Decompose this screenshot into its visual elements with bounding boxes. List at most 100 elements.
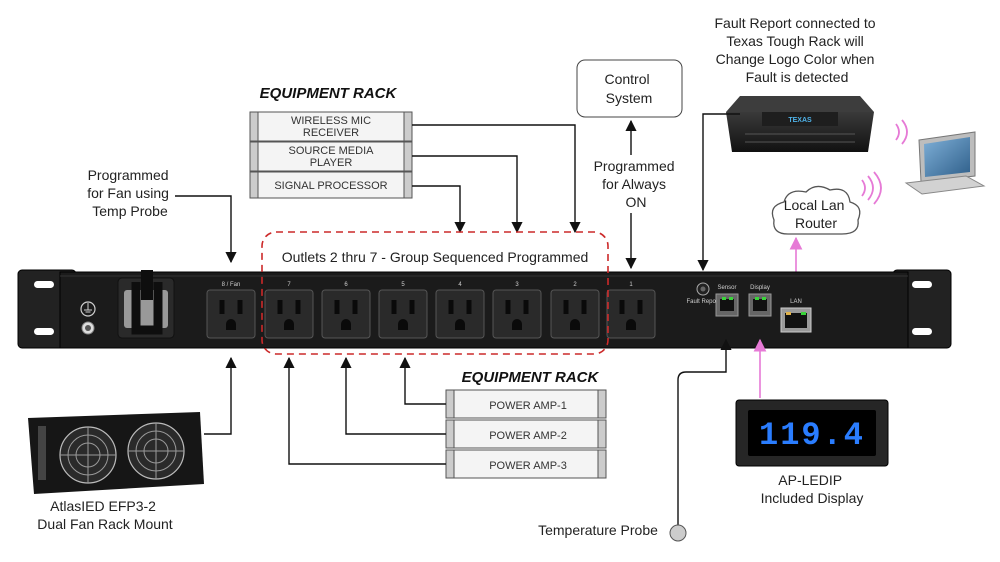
svg-text:AtlasIED EFP3-2 Dual Fan: AtlasIED EFP3-2 Dual Fan Rack Mount [37,498,173,532]
outlet-slot [277,300,283,314]
outlet-ground-hole [455,319,465,330]
fan-mount-caption: AtlasIED EFP3-2 Dual Fan Rack Mount [37,498,173,532]
always-on-note: Programmed for Always ON [594,158,679,210]
control-system-box: Control System [576,59,683,118]
top-rack-connectors [412,124,581,234]
dual-fan-rack-mount [28,412,204,494]
lan-port-label: LAN [790,299,802,305]
outlet-ground-hole [512,319,522,330]
temp-probe-label: Temperature Probe [538,522,658,538]
power-inlet-icon [117,270,175,339]
outlet: 5 [378,282,428,339]
display-port-label: Display [750,285,770,291]
outlet: 6 [321,282,371,339]
equipment-rack-bottom: EQUIPMENT RACK POWER AMP-1 POWER AMP-2 P… [445,369,607,479]
outlet-socket[interactable] [206,289,256,339]
temp-probe-cable [677,338,732,532]
router-cloud: Local Lan Router [771,185,861,235]
texas-tough-rack-device: TEXAS [726,96,874,152]
outlet-label: 4 [458,282,462,288]
display-caption: AP-LEDIP Included Display [761,472,864,506]
outlet-slot [448,300,454,314]
display-port[interactable]: Display [748,285,772,317]
led-display-device: 119.4 [735,399,889,467]
outlet-slot [237,300,243,314]
outlet-ground-hole [284,319,294,330]
rack-unit-label: POWER AMP-1 [489,400,567,412]
rack-unit-power-amp-2: POWER AMP-2 [445,419,607,449]
outlet-ground-hole [226,319,236,330]
rack-unit-label: SIGNAL PROCESSOR [274,180,387,192]
outlet-ground-hole [626,319,636,330]
svg-text:Local Lan Router: Local Lan Router [784,197,849,231]
svg-text:Control System: Control System [604,71,653,106]
outlet-slot [409,300,415,314]
sensor-port-label: Sensor [717,285,736,291]
outlet: 4 [435,282,485,339]
power-distribution-unit: 8 / Fan 7 6 5 4 3 2 1 Fault Report Sensor Displ… [17,269,952,349]
outlet-slot [352,300,358,314]
outlet-slot [523,300,529,314]
outlet-slot [637,300,643,314]
outlet: 7 [264,282,314,339]
outlet: 1 [606,282,656,339]
fault-report-note: Fault Report connected to Texas Tough Ra… [715,15,880,85]
outlet-slot [391,300,397,314]
outlet-ground-hole [570,319,580,330]
display-readout: 119.4 [759,417,865,454]
svg-text:AP-LEDIP Included Displa: AP-LEDIP Included Display [761,472,864,506]
bottom-rack-connectors [283,356,446,465]
svg-text:Programmed for Always: Programmed for Always ON [594,158,679,210]
outlet-label: 2 [573,282,577,288]
outlet-socket[interactable] [606,289,656,339]
outlet: 2 [550,282,600,339]
outlet: 8 / Fan [206,282,256,339]
outlet-slot [619,300,625,314]
rack-bottom-title: EQUIPMENT RACK [462,369,600,386]
outlet-socket[interactable] [435,289,485,339]
outlet-label: 3 [515,282,519,288]
outlet-socket[interactable] [378,289,428,339]
svg-text:Fault Report: Fault Report [686,299,719,305]
outlet-label: 1 [629,282,633,288]
outlet-socket[interactable] [321,289,371,339]
outlet-slot [505,300,511,314]
rack-unit-signal-processor: SIGNAL PROCESSOR [249,171,413,199]
fan-connector [204,356,237,435]
outlet-slot [334,300,340,314]
outlet-slot [581,300,587,314]
outlet-socket[interactable] [550,289,600,339]
outlet-row: 8 / Fan 7 6 5 4 3 2 1 [206,282,656,339]
outlet-label: 8 / Fan [222,282,241,288]
brand-logo-text: TEXAS [788,117,812,124]
svg-text:Fault Report connected to: Fault Report connected to Texas Tough Ra… [715,15,880,85]
outlet-socket[interactable] [264,289,314,339]
wifi-signal-icon [861,119,908,205]
fault-report-line [697,113,740,272]
outlet-label: 5 [401,282,405,288]
outlet-label: 7 [287,282,291,288]
temp-probe-icon [669,524,687,542]
outlet-ground-hole [398,319,408,330]
fan-program-text: Programmed for Fan using Temp Probe [87,167,173,219]
laptop-icon [904,131,986,195]
rack-unit-power-amp-1: POWER AMP-1 [445,389,607,419]
group-sequenced-label: Outlets 2 thru 7 - Group Sequenced Progr… [282,249,589,265]
outlet: 3 [492,282,542,339]
rack-unit-label: POWER AMP-2 [489,430,567,442]
outlet-label: 6 [344,282,348,288]
outlet-ground-hole [341,319,351,330]
sensor-port[interactable]: Sensor [715,285,739,317]
rack-top-title: EQUIPMENT RACK [260,85,398,102]
outlet-socket[interactable] [492,289,542,339]
lan-port[interactable]: LAN [780,299,812,333]
fan-program-note: Programmed for Fan using Temp Probe [87,167,237,264]
outlet-slot [219,300,225,314]
outlet-slot [295,300,301,314]
outlet-slot [563,300,569,314]
